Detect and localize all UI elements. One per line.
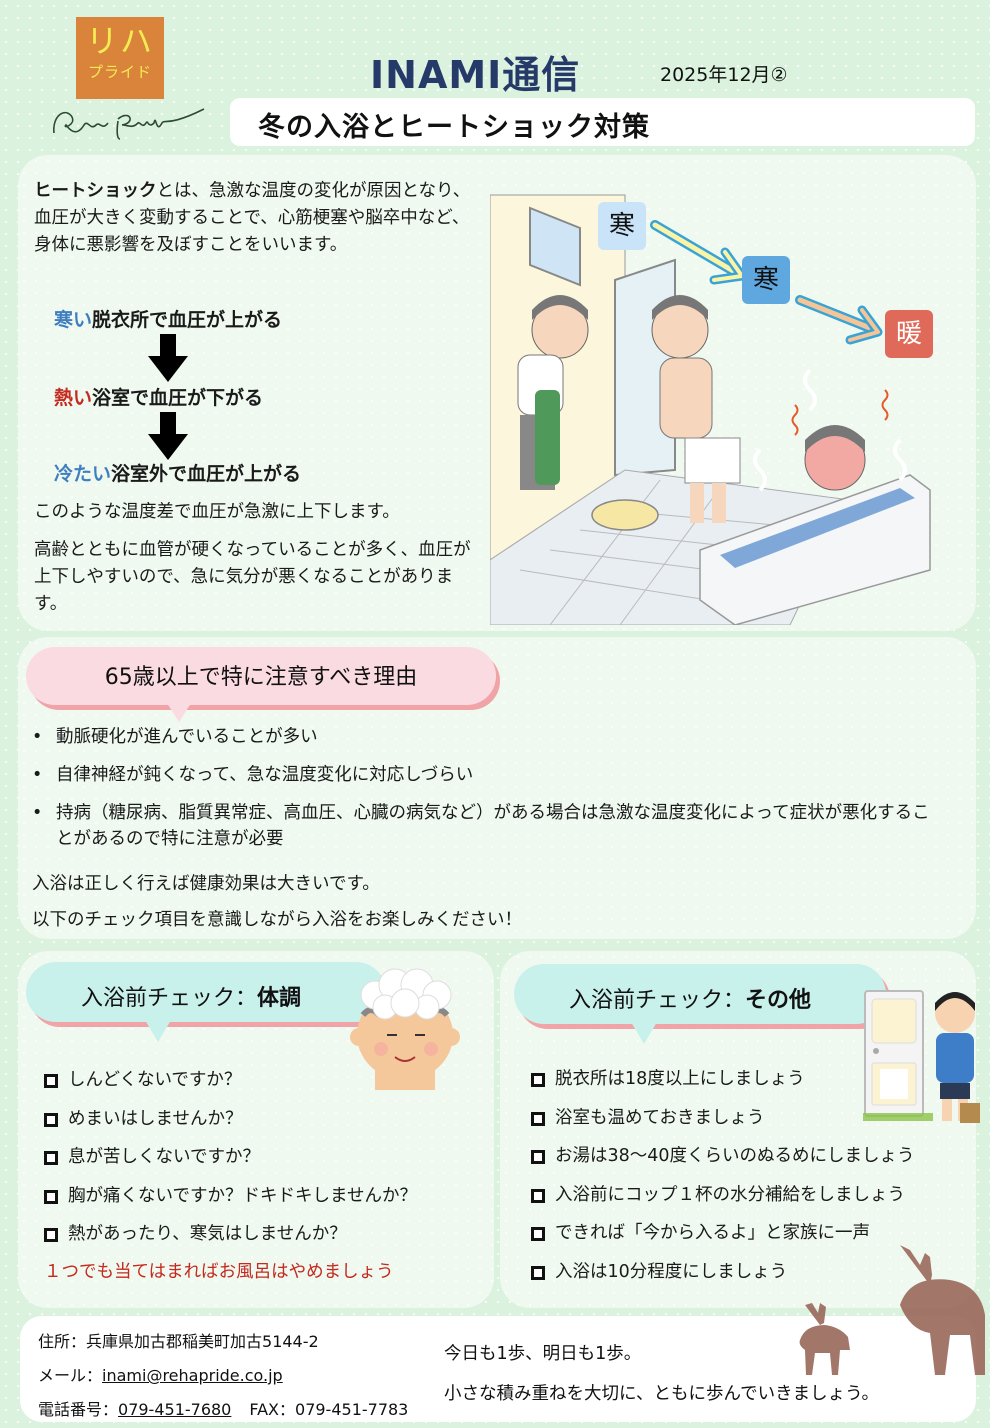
checkbox-icon[interactable] xyxy=(531,1073,545,1087)
label-cold-changing-room: 寒 xyxy=(598,202,646,250)
checklist-item[interactable]: 脱衣所は18度以上にしましょう xyxy=(531,1060,915,1099)
elderly-note: 高齢とともに血管が硬くなっていることが多く、血圧が上下しやすいので、急に気分が悪… xyxy=(34,540,471,614)
bubble-tail xyxy=(145,1020,171,1042)
address: 住所：兵庫県加古郡稲美町加古5144-2 xyxy=(38,1332,319,1351)
issue-date: 2025年12月② xyxy=(660,64,788,86)
motto-line-1: 今日も1歩、明日も1歩。 xyxy=(444,1344,642,1364)
checklist-item[interactable]: 浴室も温めておきましょう xyxy=(531,1099,915,1138)
checklist-item[interactable]: 息が苦しくないですか？ xyxy=(44,1138,417,1177)
stop-bath-warning: １つでも当てはまればお風呂はやめましょう xyxy=(44,1262,394,1282)
page-subtitle: 冬の入浴とヒートショック対策 xyxy=(258,112,650,143)
reasons-heading: 65歳以上で特に注意すべき理由 xyxy=(104,665,418,690)
logo-line1: リハ xyxy=(85,22,154,60)
flow-highlight-hot: 熱い xyxy=(54,387,93,409)
checklist-item[interactable]: 入浴前にコップ１杯の水分補給をしましょう xyxy=(531,1176,915,1215)
checkbox-icon[interactable] xyxy=(531,1111,545,1126)
reindeer-decoration-icon xyxy=(799,1245,985,1375)
reasons-list: 動脈硬化が進んでいることが多い 自律神経が鈍くなって、急な温度変化に対応しづらい… xyxy=(32,724,962,864)
check-body-heading: 入浴前チェック：体調 xyxy=(26,980,356,1012)
heading-bold: 体調 xyxy=(257,986,302,1011)
heading-prefix: 入浴前チェック： xyxy=(568,988,745,1013)
bathroom-illustration: 寒 寒 暖 xyxy=(489,170,970,626)
phone-link[interactable]: 079-451-7680 xyxy=(118,1400,232,1419)
flow-text: 浴室で血圧が下がる xyxy=(92,387,264,409)
flow-text: 脱衣所で血圧が上がる xyxy=(92,309,283,331)
list-item: 動脈硬化が進んでいることが多い xyxy=(32,724,962,750)
checkbox-icon[interactable] xyxy=(44,1151,58,1165)
logo-line2: プライド xyxy=(87,63,152,81)
flow-highlight-cold: 寒い xyxy=(54,309,93,331)
flow-step-1: 寒い脱衣所で血圧が上がる xyxy=(54,305,282,332)
summary-text: このような温度差で血圧が急激に上下します。 xyxy=(34,502,400,522)
email-link[interactable]: inami@rehapride.co.jp xyxy=(102,1366,283,1385)
check-body-list: しんどくないですか？ めまいはしませんか？ 息が苦しくないですか？ 胸が痛くない… xyxy=(44,1061,417,1254)
checkbox-icon[interactable] xyxy=(44,1074,58,1088)
checklist-item[interactable]: できれば「今から入るよ」と家族に一声 xyxy=(531,1214,915,1253)
heatshock-definition: ヒートショックとは、急激な温度の変化が原因となり、血圧が大きく変動することで、心… xyxy=(34,178,482,259)
checkbox-icon[interactable] xyxy=(531,1188,545,1203)
flow-text: 浴室外で血圧が上がる xyxy=(111,463,302,485)
label-warm-bath: 暖 xyxy=(885,310,933,358)
list-item: 持病（糖尿病、脂質異常症、高血圧、心臓の病気など）がある場合は急激な温度変化によ… xyxy=(32,800,962,852)
checkbox-icon[interactable] xyxy=(531,1265,545,1280)
heading-bold: その他 xyxy=(745,988,812,1013)
flow-step-2: 熱い浴室で血圧が下がる xyxy=(54,383,263,410)
checkbox-icon[interactable] xyxy=(44,1189,58,1204)
logo-signature-icon xyxy=(53,108,205,140)
closing-text-1: 入浴は正しく行えば健康効果は大きいです。 xyxy=(32,874,380,894)
down-arrow-icon xyxy=(148,334,188,382)
elderly-man-shampoo-icon xyxy=(350,968,460,1090)
checkbox-icon[interactable] xyxy=(44,1112,58,1127)
definition-text: とは、急激な温度の変化が原因となり、血圧が大きく変動することで、心筋梗塞や脳卒中… xyxy=(34,181,471,255)
label-cold-bathroom: 寒 xyxy=(742,256,790,304)
list-item: 自律神経が鈍くなって、急な温度変化に対応しづらい xyxy=(32,762,962,788)
bathroom-scene-icon xyxy=(489,194,931,626)
checklist-item[interactable]: 胸が痛くないですか？ドキドキしませんか？ xyxy=(44,1177,417,1216)
boy-undressing-door-icon xyxy=(863,990,980,1123)
reasons-panel xyxy=(18,637,976,939)
closing-text-2: 以下のチェック項目を意識しながら入浴をお楽しみください！ xyxy=(32,910,522,930)
checklist-item[interactable]: めまいはしませんか？ xyxy=(44,1100,417,1139)
checklist-item[interactable]: しんどくないですか？ xyxy=(44,1061,417,1100)
check-body-heading-bubble xyxy=(26,962,386,1022)
reasons-heading-bubble xyxy=(26,647,496,705)
flow-step-3: 冷たい浴室外で血圧が上がる xyxy=(54,459,301,486)
checklist-item[interactable]: 入浴は10分程度にしましょう xyxy=(531,1253,915,1292)
email-line: メール：inami@rehapride.co.jp xyxy=(38,1366,283,1385)
checkbox-icon[interactable] xyxy=(531,1150,545,1164)
fax-number: 079-451-7783 xyxy=(295,1400,409,1419)
checklist-item[interactable]: 熱があったり、寒気はしませんか？ xyxy=(44,1215,417,1254)
newsletter-title: INAMI通信 xyxy=(370,53,581,97)
rehapride-logo: リハ プライド xyxy=(76,17,164,99)
check-other-list: 脱衣所は18度以上にしましょう 浴室も温めておきましょう お湯は38～40度くら… xyxy=(531,1060,915,1291)
bubble-tail xyxy=(165,700,193,722)
flow-highlight-cold: 冷たい xyxy=(54,463,112,485)
check-other-heading: 入浴前チェック：その他 xyxy=(514,982,886,1014)
down-arrow-icon xyxy=(148,412,188,460)
check-other-heading-bubble xyxy=(514,964,886,1024)
motto-line-2: 小さな積み重ねを大切に、ともに歩んでいきましょう。 xyxy=(444,1384,880,1404)
heading-prefix: 入浴前チェック： xyxy=(80,986,257,1011)
checkbox-icon[interactable] xyxy=(44,1228,58,1242)
bubble-tail xyxy=(631,1022,657,1044)
checkbox-icon[interactable] xyxy=(531,1227,545,1241)
checklist-item[interactable]: お湯は38～40度くらいのぬるめにしましょう xyxy=(531,1137,915,1176)
heatshock-term: ヒートショック xyxy=(34,181,157,201)
subtitle-bar xyxy=(230,98,975,146)
